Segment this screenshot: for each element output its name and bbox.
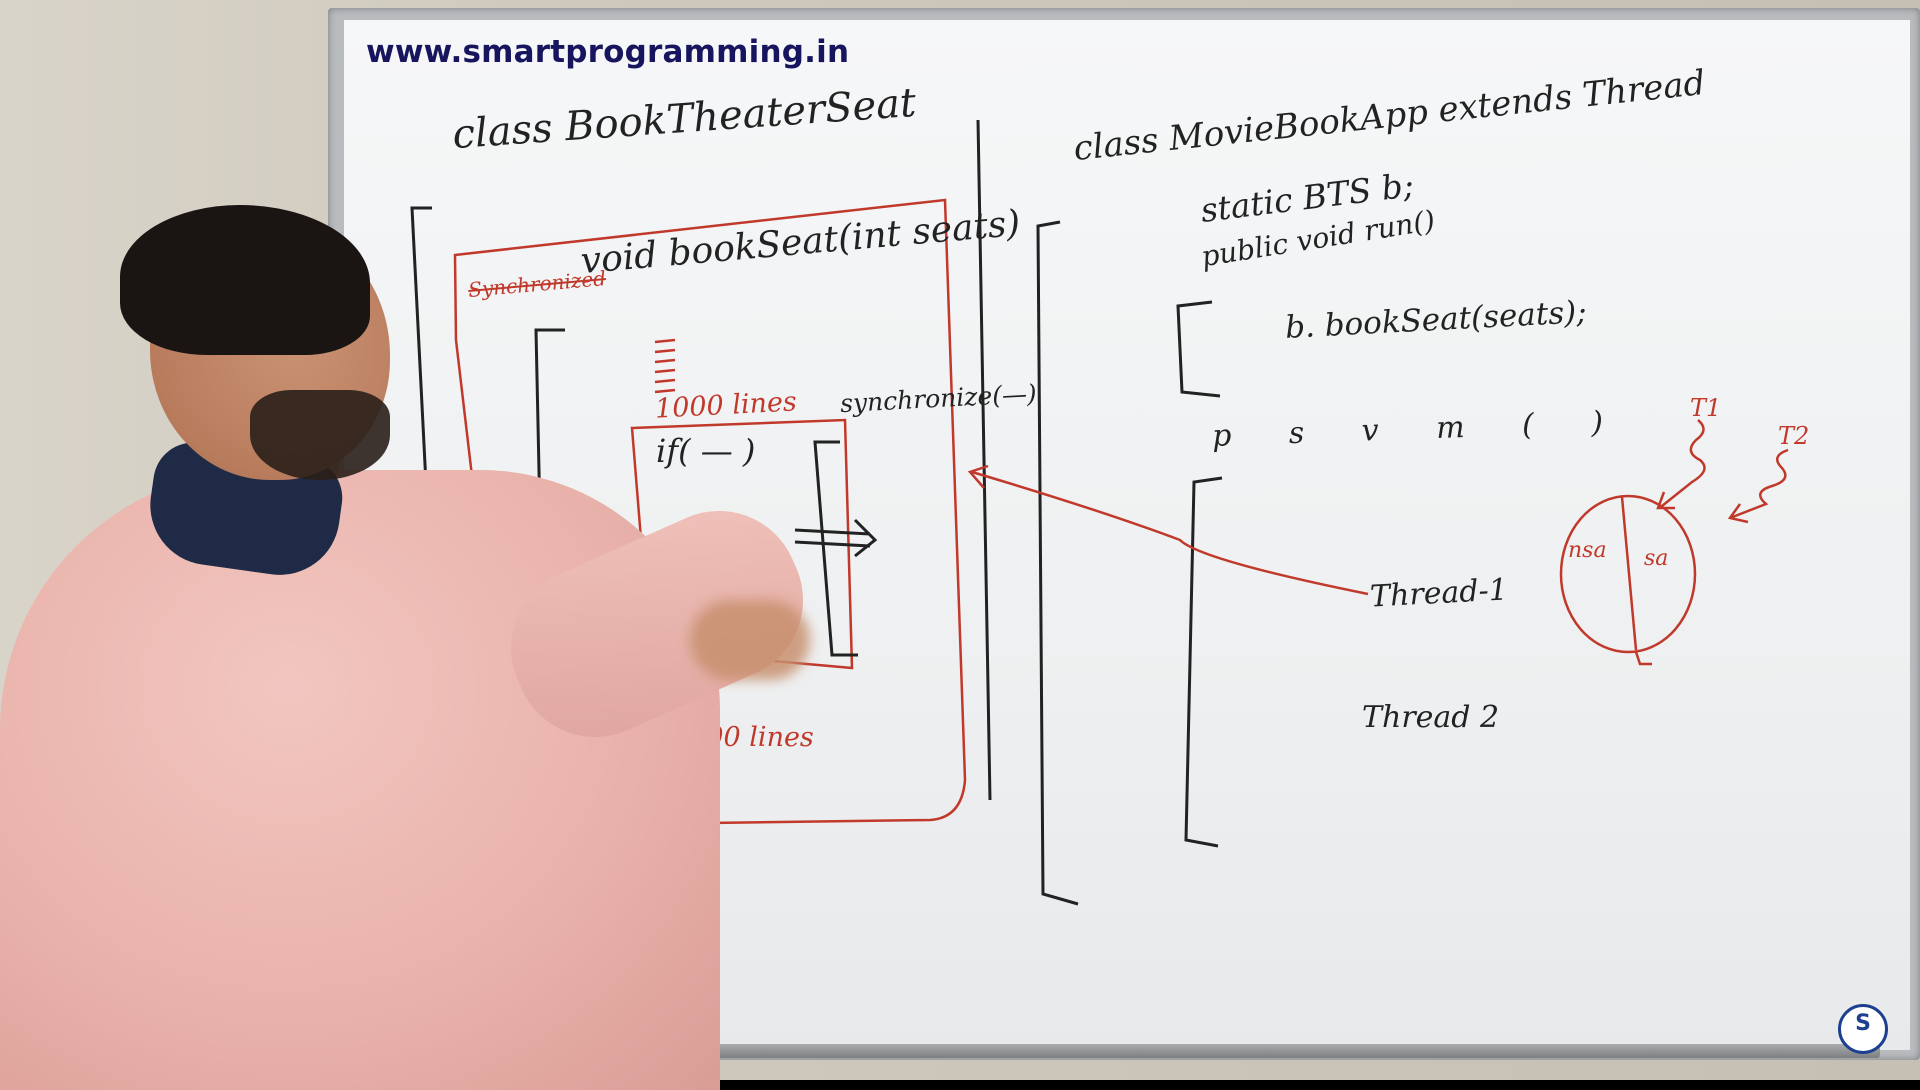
sa-label: sa: [1644, 546, 1669, 571]
marker-tray: [400, 1044, 1880, 1058]
lock-key-icon: [1634, 651, 1652, 666]
main-method-bracket: [1184, 476, 1223, 848]
site-watermark: www.smartprogramming.in: [366, 34, 850, 70]
smart-programming-logo-icon: S: [1838, 1004, 1888, 1054]
presenter-hair: [120, 205, 370, 355]
code-lines-marks: [654, 338, 676, 394]
t2-squiggle-icon: [1727, 448, 1789, 524]
t1-squiggle-icon: [1656, 419, 1706, 510]
sync-block-bracket: [813, 440, 858, 657]
presenter-beard: [250, 390, 390, 480]
t2-label: T2: [1778, 422, 1810, 450]
thread1-arrow: [971, 470, 1369, 596]
presenter-hand: [690, 600, 810, 680]
lock-divider: [1620, 496, 1638, 651]
nsa-label: nsa: [1568, 538, 1607, 563]
thread1-label: Thread-1: [1369, 572, 1509, 615]
thread1-arrowhead-icon: [967, 464, 989, 489]
thread2-label: Thread 2: [1362, 700, 1500, 735]
run-method-bracket: [1176, 300, 1221, 398]
if-condition-label: if( — ): [656, 432, 756, 470]
double-arrow-icon: [794, 518, 878, 558]
right-class-bracket: [1036, 220, 1079, 906]
lock-circle: [1559, 494, 1697, 654]
t1-label: T1: [1690, 394, 1722, 422]
board-divider: [976, 119, 992, 801]
